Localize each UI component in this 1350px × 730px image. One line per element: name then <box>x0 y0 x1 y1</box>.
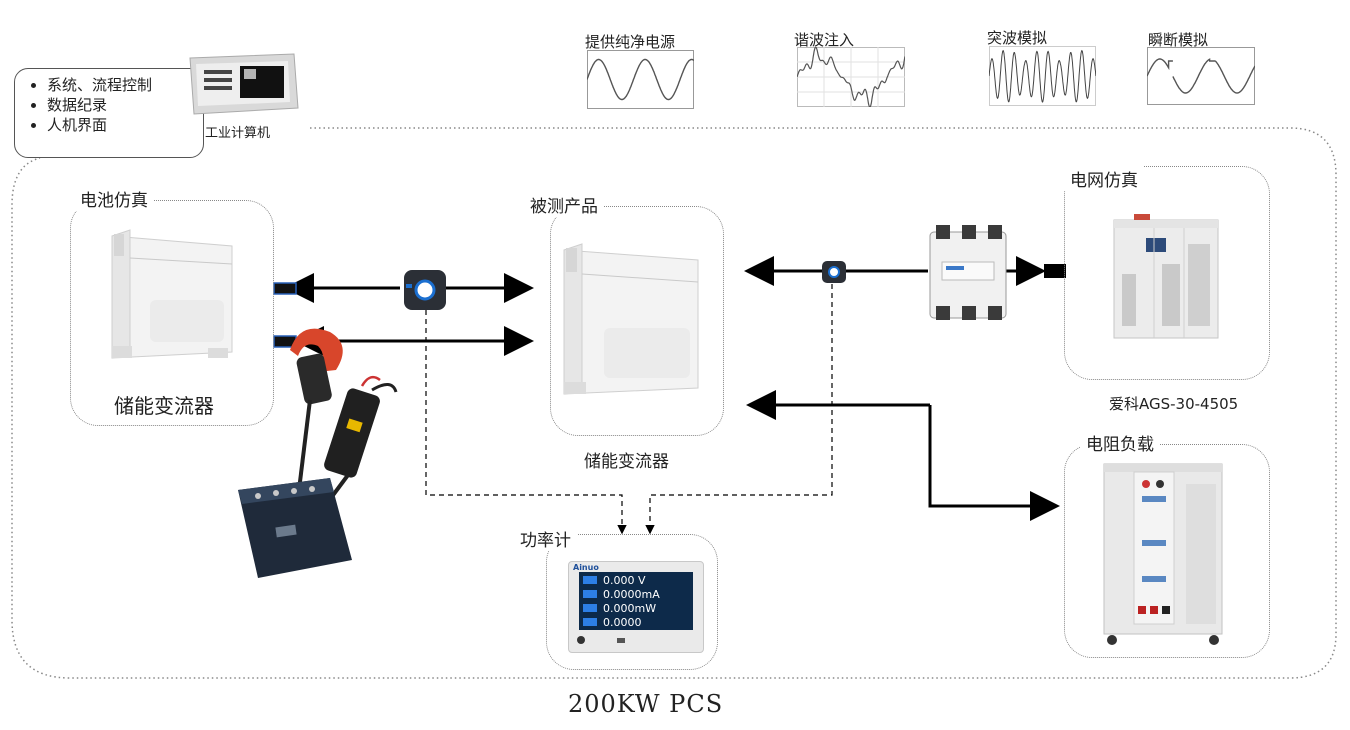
power-meter-screen: 0.000 V 0.0000mA 0.000mW 0.0000 <box>579 572 693 630</box>
current-sensor-icon <box>404 270 446 310</box>
wave-title: 提供纯净电源 <box>585 33 676 51</box>
battery-sim-device-label: 储能变流器 <box>114 394 214 418</box>
reading-power: 0.000mW <box>603 602 657 615</box>
feature-item: 人机界面 <box>47 115 191 135</box>
terminal-block <box>1044 264 1066 278</box>
battery-sim-title: 电池仿真 <box>74 186 154 211</box>
interrupt-wave-icon <box>1147 47 1255 105</box>
reading-pf: 0.0000 <box>603 616 642 629</box>
industrial-computer-icon <box>189 53 299 115</box>
resistive-load-title: 电阻负载 <box>1080 430 1160 455</box>
surge-wave-icon <box>989 46 1096 106</box>
grid-simulator-cabinet-icon <box>1113 214 1219 339</box>
pcs-cabinet-icon <box>563 243 699 395</box>
daq-device-icon <box>238 478 352 578</box>
grid-sim-model: 爱科AGS-30-4505 <box>1109 395 1239 413</box>
sine-wave-icon <box>587 50 694 109</box>
reading-voltage: 0.000 V <box>603 574 646 587</box>
power-meter-group <box>546 534 718 670</box>
wave-title: 突波模拟 <box>987 29 1048 47</box>
load-bank-cabinet-icon <box>1103 463 1223 645</box>
power-button-icon <box>577 636 585 644</box>
meter-dash-left <box>425 310 627 535</box>
grid-sim-title: 电网仿真 <box>1064 166 1144 191</box>
feature-item: 系统、流程控制 <box>47 75 191 95</box>
power-meter-brand: Ainuo <box>573 563 599 572</box>
battery-sim-group <box>70 200 274 426</box>
feature-list: 系统、流程控制 数据纪录 人机界面 <box>14 68 204 158</box>
terminal-block <box>273 282 297 295</box>
voltage-probe-icon <box>324 375 398 478</box>
harmonic-wave-icon <box>797 47 905 107</box>
contactor-icon <box>929 225 1007 320</box>
grid-sim-group <box>1064 166 1270 380</box>
wave-title: 谐波注入 <box>794 31 855 49</box>
probe-cable <box>296 399 312 499</box>
dut-title: 被测产品 <box>524 192 604 217</box>
meter-dash-right <box>645 284 833 535</box>
system-title: 200KW PCS <box>568 690 724 718</box>
wave-title: 瞬断模拟 <box>1148 31 1209 49</box>
resistive-load-group <box>1064 444 1270 658</box>
computer-label: 工业计算机 <box>205 126 271 141</box>
dut-device-label: 储能变流器 <box>584 452 669 472</box>
power-meter-title: 功率计 <box>514 526 577 551</box>
current-clamp-icon <box>290 328 343 405</box>
dut-group <box>550 206 724 436</box>
load-line <box>928 405 1060 521</box>
pcs-cabinet-icon <box>111 229 233 359</box>
power-meter-device: Ainuo 0.000 V 0.0000mA 0.000mW 0.0000 <box>568 561 704 653</box>
feature-item: 数据纪录 <box>47 95 191 115</box>
current-sensor-icon <box>822 261 846 283</box>
reading-current: 0.0000mA <box>603 588 660 601</box>
